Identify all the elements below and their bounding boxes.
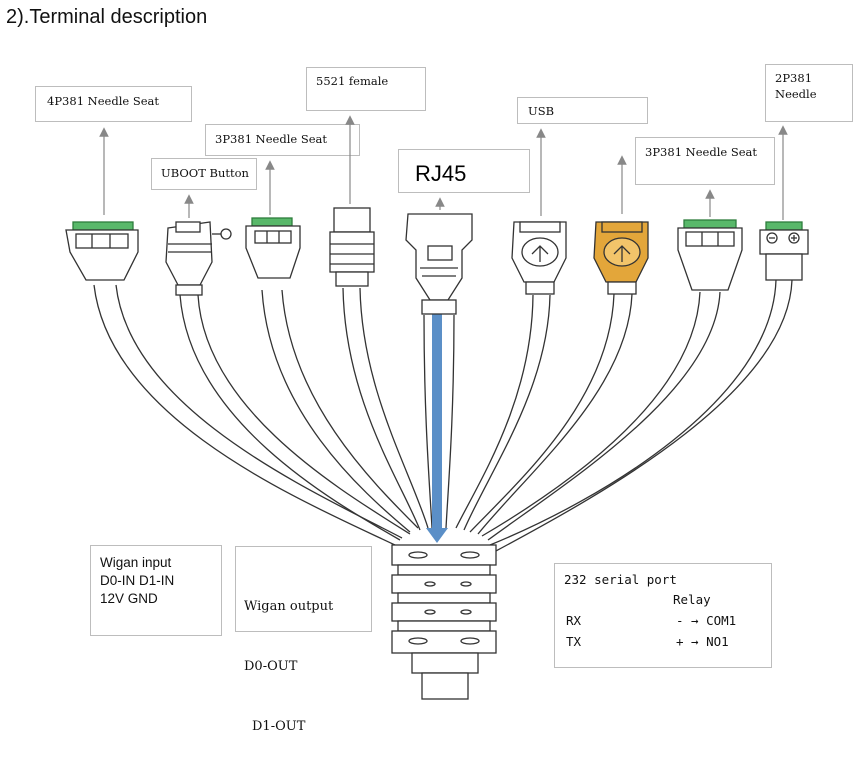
label-text: RJ45 [415, 161, 467, 186]
connector-diagram [65, 115, 809, 700]
label-text: Needle [775, 87, 817, 101]
rj45-arrow [426, 312, 448, 543]
serial-relay: Relay [673, 592, 711, 607]
label-arrows [99, 115, 788, 220]
connector-3p381-right [677, 219, 743, 291]
label-5521-female: 5521 female [306, 67, 426, 111]
cables [93, 279, 793, 553]
serial-rx: RX [566, 613, 582, 628]
label-text: 3P381 Needle Seat [645, 145, 757, 159]
label-4p381-needle-seat: 4P381 Needle Seat [35, 86, 192, 122]
connector-4p381 [65, 221, 139, 281]
label-rj45: RJ45 [398, 149, 530, 193]
connector-rj45 [405, 213, 473, 315]
wigan-input-line2: D0-IN D1-IN [100, 573, 175, 588]
serial-tx-map: + → NO1 [676, 634, 729, 649]
wigan-input-line3: 12V GND [100, 591, 158, 606]
connector-2p381 [759, 221, 809, 281]
wigan-output-line2: D0-OUT [244, 659, 298, 674]
page-title: 2).Terminal description [6, 6, 208, 28]
serial-rx-map: - → COM1 [676, 613, 737, 628]
wigan-output-box: Wigan output D0-OUT D1-OUT [235, 546, 372, 734]
wigan-input-box: Wigan input D0-IN D1-IN 12V GND [90, 545, 222, 636]
connector-uboot [165, 221, 232, 296]
wigan-input-line1: Wigan input [100, 555, 172, 570]
serial-port-box: 232 serial port Relay RX - → COM1 TX + →… [554, 563, 772, 668]
label-text: 4P381 Needle Seat [47, 94, 159, 108]
label-3p381-needle-seat-right: 3P381 Needle Seat [635, 137, 775, 185]
serial-tx: TX [566, 634, 582, 649]
connector-3p381-left [245, 217, 301, 279]
connector-usb-yellow [593, 221, 649, 295]
label-text: 2P381 [775, 71, 813, 85]
label-3p381-needle-seat-left: 3P381 Needle Seat [205, 124, 360, 156]
wigan-output-line3: D1-OUT [252, 719, 306, 734]
label-2p381-needle: 2P381 Needle [765, 64, 853, 122]
label-text: 5521 female [316, 74, 389, 88]
label-text: UBOOT Button [161, 166, 249, 180]
label-text: USB [528, 104, 555, 118]
label-usb: USB [517, 97, 648, 124]
serial-title: 232 serial port [564, 572, 677, 587]
connector-5521 [329, 207, 375, 287]
main-bundle-connector [391, 544, 497, 700]
label-text: 3P381 Needle Seat [215, 132, 327, 146]
label-uboot-button: UBOOT Button [151, 158, 257, 190]
connector-usb [511, 221, 567, 295]
wigan-output-line1: Wigan output [244, 599, 334, 614]
